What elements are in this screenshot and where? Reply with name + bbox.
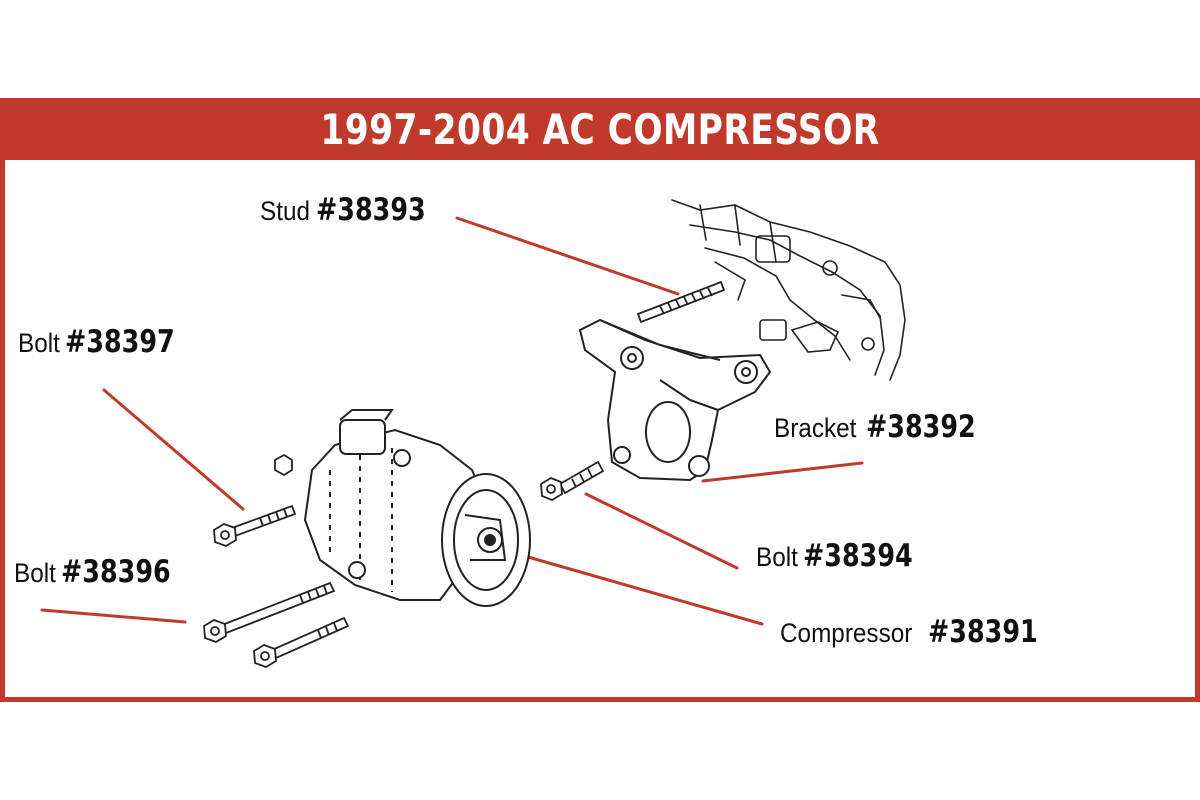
bracket-38392-drawing: [578, 318, 772, 482]
callout-compressor-38391: Compressor #38391: [780, 614, 1061, 650]
leader-line-bolt-38396: [40, 608, 187, 624]
callout-bracket-label: Bracket: [774, 413, 857, 443]
callout-bracket-number: #38392: [866, 409, 976, 445]
engine-block-drawing: [671, 199, 906, 381]
leader-line-bracket: [701, 461, 864, 483]
nut-drawing: [274, 453, 293, 477]
callout-stud-label: Stud: [260, 196, 310, 226]
callout-bolt-38394: Bolt #38394: [756, 538, 937, 574]
callout-bolt-38396-label: Bolt: [14, 558, 56, 588]
callout-compressor-label: Compressor: [780, 618, 913, 648]
callout-bolt-38394-label: Bolt: [756, 542, 798, 572]
callout-stud-38393: Stud #38393: [260, 192, 450, 228]
callout-bolt-38396: Bolt #38396: [14, 554, 195, 590]
compressor-38391-drawing: [303, 409, 531, 607]
bolt-38397-drawing: [213, 504, 297, 547]
page-title: 1997-2004 AC COMPRESSOR: [320, 104, 880, 154]
leader-line-bolt-38394: [584, 492, 739, 570]
callout-bolt-38396-number: #38396: [60, 554, 171, 590]
leader-line-bolt-38397: [102, 388, 245, 511]
bolt-38396-upper-drawing: [203, 581, 336, 643]
diagram-frame: 1997-2004 AC COMPRESSOR: [0, 98, 1200, 702]
bolt-38396-lower-drawing: [253, 616, 350, 668]
stud-38393-drawing: [636, 280, 726, 324]
leader-line-stud: [455, 216, 680, 296]
title-banner: 1997-2004 AC COMPRESSOR: [5, 98, 1195, 160]
leader-line-compressor: [526, 555, 764, 626]
callout-stud-number: #38393: [316, 192, 426, 228]
callout-bolt-38397: Bolt #38397: [18, 324, 199, 360]
callout-bolt-38397-label: Bolt: [18, 328, 60, 358]
callout-bracket-38392: Bracket #38392: [774, 409, 1000, 445]
callout-compressor-number: #38391: [927, 614, 1038, 650]
bolt-38394-drawing: [540, 460, 605, 502]
callout-bolt-38397-number: #38397: [64, 324, 175, 360]
callout-bolt-38394-number: #38394: [802, 538, 913, 574]
